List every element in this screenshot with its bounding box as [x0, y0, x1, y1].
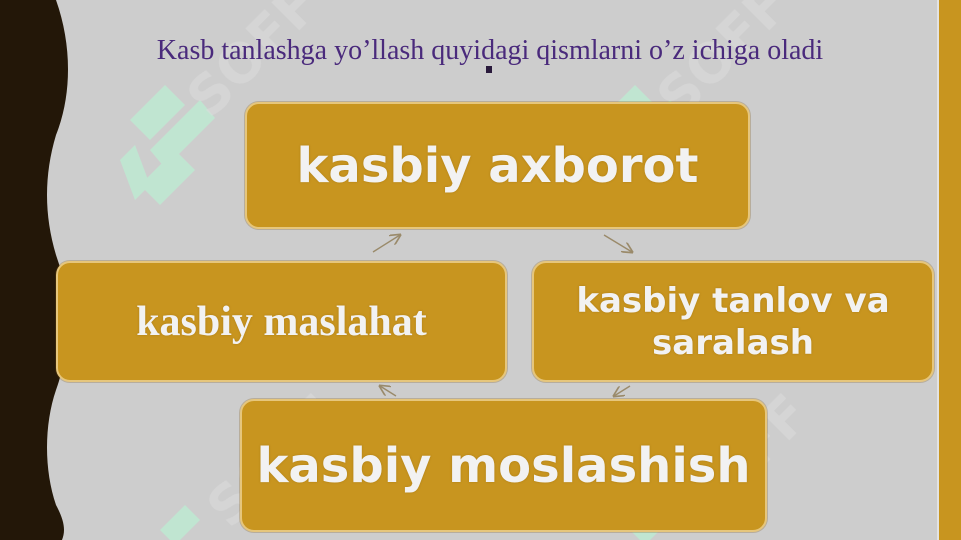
arrow-icon — [372, 235, 400, 253]
stage-box-top: kasbiy axborot — [245, 102, 750, 229]
right-decorative-bar — [939, 0, 961, 540]
stage-box-bottom: kasbiy moslashish — [240, 399, 767, 532]
stage-box-left: kasbiy maslahat — [56, 261, 507, 382]
arrow-icon — [380, 386, 397, 397]
stage-box-right: kasbiy tanlov va saralash — [532, 261, 934, 382]
arrow-icon — [603, 234, 632, 252]
arrow-icon — [614, 385, 631, 396]
title-mark — [486, 66, 492, 73]
stage-label-top: kasbiy axborot — [296, 137, 699, 194]
left-decorative-band — [0, 0, 68, 540]
right-divider-line — [937, 0, 939, 540]
stage-label-right: kasbiy tanlov va saralash — [576, 280, 890, 363]
slide-title: Kasb tanlashga yo’llash quyidagi qismlar… — [156, 35, 824, 66]
stage-label-bottom: kasbiy moslashish — [256, 437, 751, 494]
stage-label-left: kasbiy maslahat — [136, 298, 427, 345]
